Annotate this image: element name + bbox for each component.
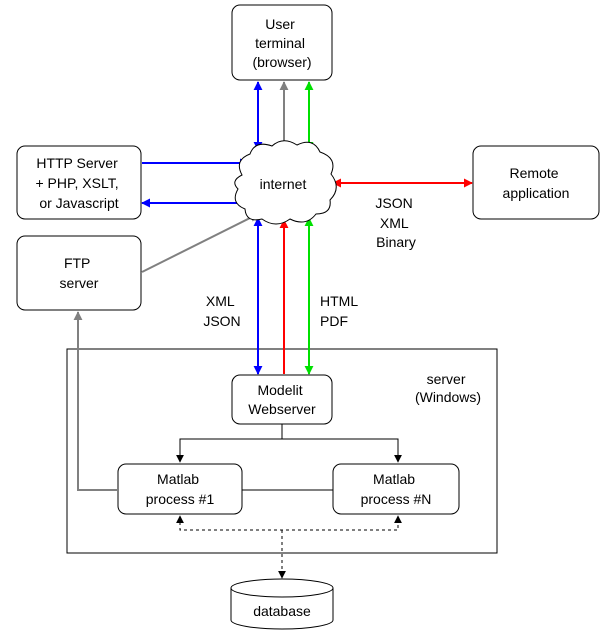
remote-application-node: Remote application <box>472 145 600 220</box>
svg-text:HTTP Server + PHP, XSLT,: HTTP Server + PHP, XSLT, or Javascript <box>35 155 122 211</box>
edge-matlab-to-ftp-gray <box>73 311 117 491</box>
ftp-server-node: FTP server <box>16 235 142 311</box>
remote-formats-label: JSON XML Binary <box>375 195 416 250</box>
edge-ftp-to-internet-gray <box>141 213 259 273</box>
server-region-label: server (Windows) <box>415 371 481 405</box>
matlab-process-1-node: Matlab process #1 <box>117 463 243 515</box>
svg-text:Remote application: Remote application <box>503 165 570 201</box>
svg-text:Matlab process #N: Matlab process #N <box>361 471 432 507</box>
edge-matlab-1-dashed <box>176 515 402 531</box>
matlab-process-n-node: Matlab process #N <box>332 463 460 515</box>
connectors <box>73 81 473 579</box>
svg-text:internet: internet <box>260 176 307 192</box>
modelit-webserver-node: Modelit Webserver <box>231 374 333 425</box>
user-terminal-node: User terminal (browser) <box>231 4 333 81</box>
svg-text:database: database <box>253 603 311 619</box>
internet-cloud-node: internet <box>234 140 337 225</box>
http-server-node: HTTP Server + PHP, XSLT, or Javascript <box>16 145 142 220</box>
svg-text:User terminal (bro: User terminal (browser) <box>252 16 311 70</box>
webserver-doc-formats-label: HTML PDF <box>320 293 361 329</box>
server-region <box>66 348 498 554</box>
svg-text:Matlab process #1: Matlab process #1 <box>146 471 215 507</box>
edge-webserver-matlab <box>176 424 283 463</box>
database-node: database <box>230 578 334 630</box>
svg-text:FTP server: FTP server <box>60 255 99 291</box>
webserver-data-formats-label: XML JSON <box>203 293 240 329</box>
svg-text:Modelit Webserver: Modelit Webserver <box>248 382 316 417</box>
edge-webserver-matlab-n <box>282 438 402 463</box>
